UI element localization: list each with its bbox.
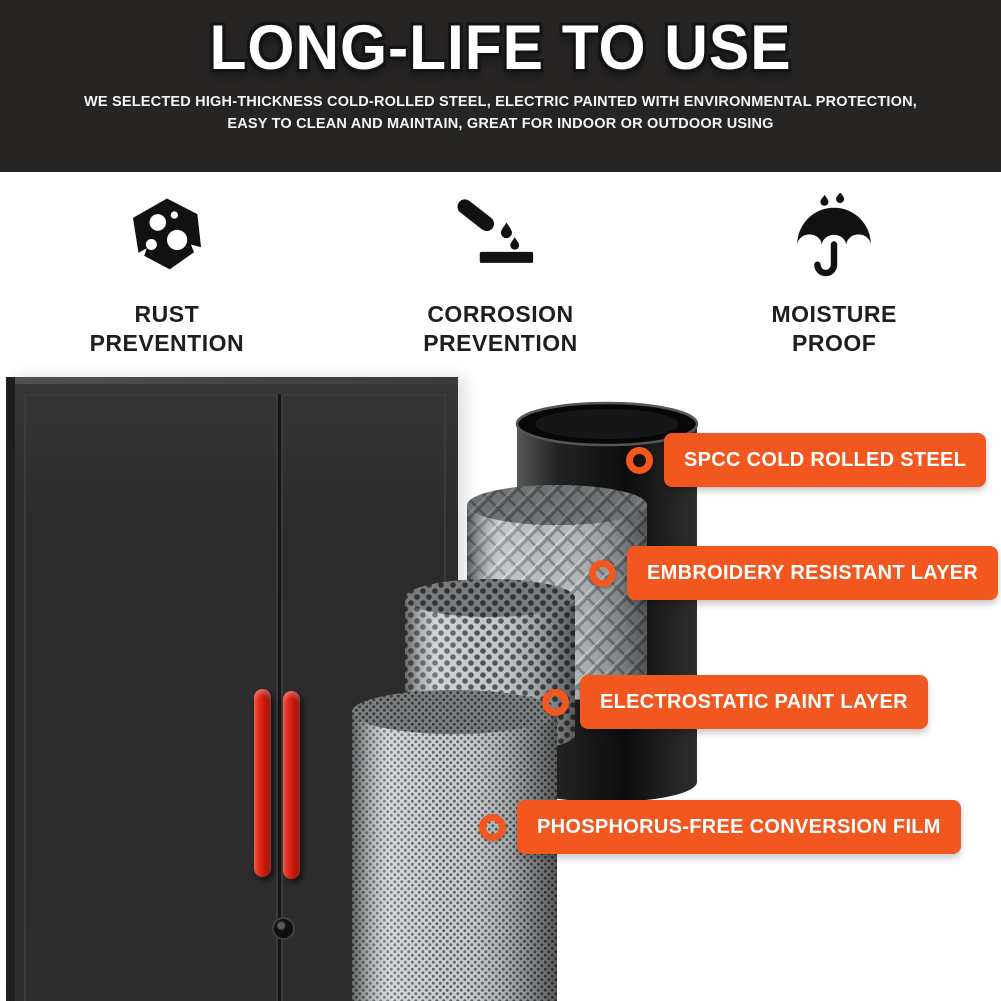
cabinet-side-edge — [6, 377, 15, 1001]
marker-ring-icon — [479, 813, 506, 841]
corrosion-prevention-icon — [457, 199, 534, 263]
feature-label-line-1: CORROSION — [427, 301, 574, 327]
callout-embroidery-resistant-layer: EMBROIDERY RESISTANT LAYER — [589, 546, 999, 600]
cabinet-handle-right — [283, 691, 300, 879]
subtitle-line-1: WE SELECTED HIGH-THICKNESS COLD-ROLLED S… — [83, 94, 918, 110]
page-title: LONG-LIFE TO USE — [209, 13, 792, 83]
callout-spcc-cold-rolled-steel: SPCC COLD ROLLED STEEL — [626, 433, 987, 487]
feature-label: CORROSION PREVENTION — [340, 300, 660, 358]
metal-cabinet-image — [6, 377, 458, 1001]
feature-label: RUST PREVENTION — [7, 300, 327, 358]
feature-label-line-2: PROOF — [792, 329, 877, 356]
cabinet-top-edge — [6, 377, 458, 384]
marker-ring-icon — [589, 559, 616, 587]
rust-prevention-icon — [132, 198, 201, 270]
cabinet-keyhole — [272, 917, 295, 940]
subtitle-line-2: EASY TO CLEAN AND MAINTAIN, GREAT FOR IN… — [227, 116, 774, 133]
feature-label-line-2: PREVENTION — [89, 329, 245, 356]
product-hero: SPCC COLD ROLLED STEEL EMBROIDERY RESIST… — [0, 365, 1001, 1001]
cabinet-handle-left — [254, 689, 271, 877]
callout-phosphorus-free-conversion-film: PHOSPHORUS-FREE CONVERSION FILM — [479, 800, 961, 854]
feature-row: RUST PREVENTION CORROSION PREVENTION — [0, 183, 1001, 365]
feature-moisture-proof: MOISTURE PROOF — [674, 183, 994, 358]
feature-label: MOISTURE PROOF — [674, 300, 994, 358]
callout-label: ELECTROSTATIC PAINT LAYER — [580, 675, 928, 729]
callout-label: SPCC COLD ROLLED STEEL — [664, 433, 987, 487]
feature-label-line-1: RUST — [134, 301, 200, 327]
cabinet-door-seam — [278, 394, 281, 1001]
callout-label: PHOSPHORUS-FREE CONVERSION FILM — [517, 800, 961, 854]
feature-rust-prevention: RUST PREVENTION — [7, 183, 327, 358]
feature-corrosion-prevention: CORROSION PREVENTION — [340, 183, 660, 358]
callout-electrostatic-paint-layer: ELECTROSTATIC PAINT LAYER — [542, 675, 928, 729]
marker-ring-icon — [542, 688, 569, 716]
header-banner: LONG-LIFE TO USE WE SELECTED HIGH-THICKN… — [0, 0, 1001, 172]
callout-label: EMBROIDERY RESISTANT LAYER — [627, 546, 999, 600]
feature-label-line-1: MOISTURE — [771, 301, 897, 327]
moisture-proof-icon — [797, 192, 871, 277]
marker-ring-icon — [626, 446, 653, 474]
header-subtitle: WE SELECTED HIGH-THICKNESS COLD-ROLLED S… — [0, 91, 1001, 136]
feature-label-line-2: PREVENTION — [423, 329, 578, 356]
